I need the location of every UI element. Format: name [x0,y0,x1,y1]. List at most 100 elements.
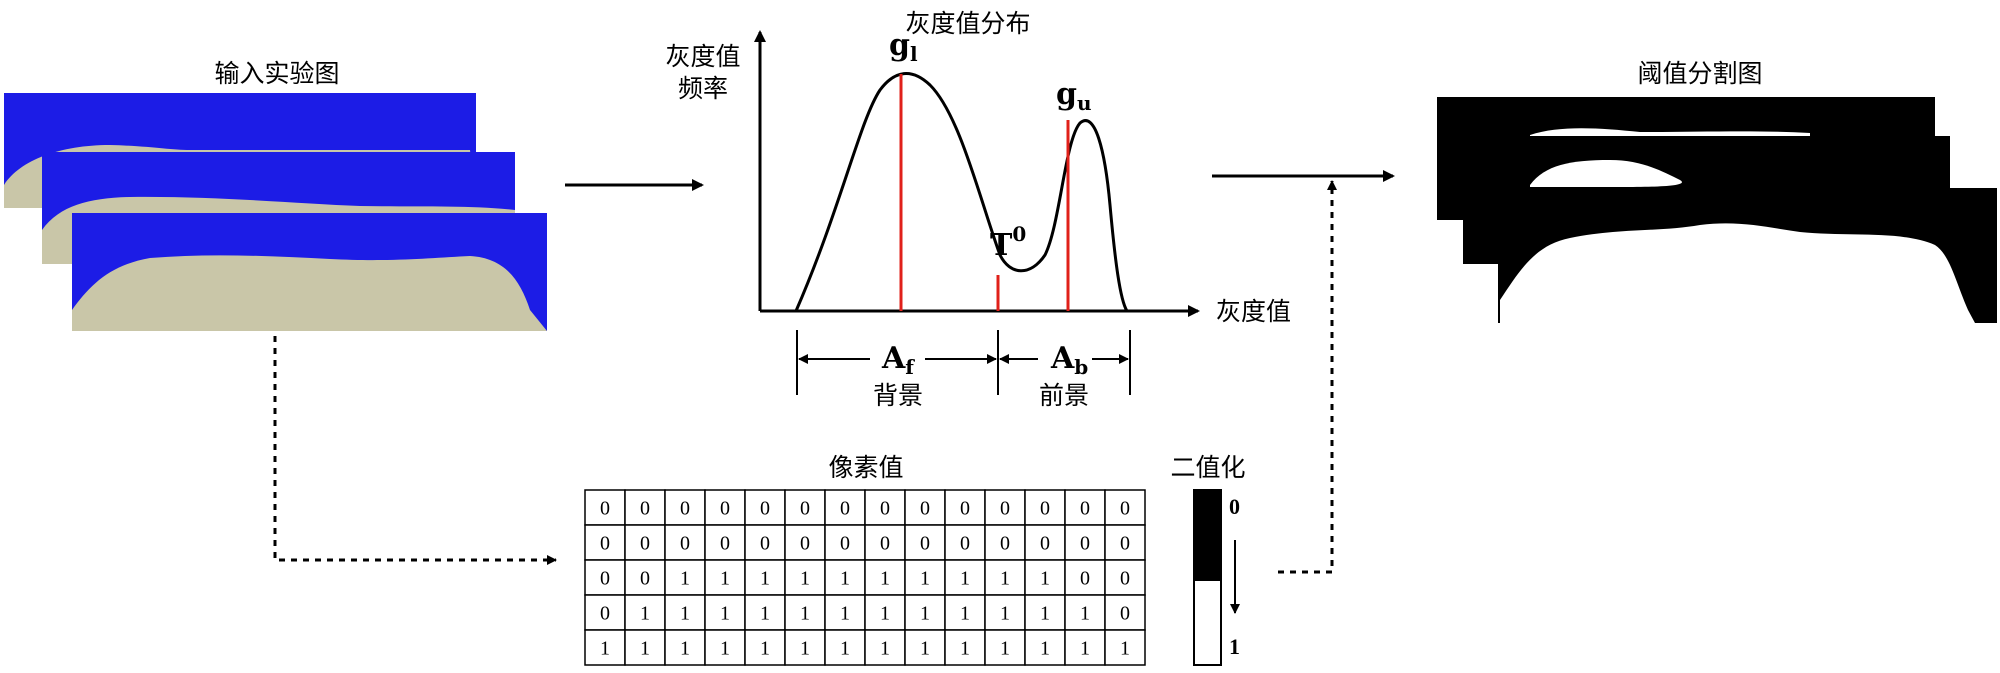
pixel-value: 1 [920,603,930,625]
pixel-value: 1 [1080,603,1090,625]
histogram-xlabel: 灰度值 [1216,297,1291,326]
pixel-value: 0 [760,533,770,555]
histogram-title: 灰度值分布 [905,9,1030,38]
binarize-bottom-value: 1 [1229,634,1240,659]
output-image-front [1498,188,1997,323]
pixels-title: 像素值 [828,453,903,482]
pixel-cell [784,594,826,631]
pixel-value: 1 [760,568,770,590]
pixel-value: 0 [1120,498,1130,520]
pixel-cell [584,489,626,526]
pixel-value: 1 [880,638,890,660]
pixel-value: 0 [880,498,890,520]
pixel-value: 1 [960,638,970,660]
histogram-ylabel-line2: 频率 [678,74,728,103]
pixel-value: 0 [800,533,810,555]
pixel-cell [744,489,786,526]
pixel-cell [864,594,906,631]
pixel-value: 0 [1120,568,1130,590]
pixel-value: 1 [880,568,890,590]
pixel-value: 0 [920,533,930,555]
pixel-cell [664,629,706,666]
pixel-value: 0 [1000,498,1010,520]
pixel-cell [904,594,946,631]
pixel-cell [704,524,746,561]
pixel-cell [1104,629,1146,666]
pixel-value: 1 [720,568,730,590]
binarize-black-block [1193,489,1222,581]
pixel-value: 0 [680,498,690,520]
pixel-value: 1 [1080,638,1090,660]
pixel-cell [624,629,666,666]
pixel-value: 1 [800,603,810,625]
pixel-cell [704,559,746,596]
pixel-cell [904,524,946,561]
pixel-value: 1 [800,638,810,660]
pixel-value: 0 [1080,533,1090,555]
output-image-stack [1437,97,1997,323]
pixel-cell [784,524,826,561]
input-title: 输入实验图 [214,59,339,88]
pixel-cell [744,594,786,631]
peak-right-label: gu [1056,77,1092,115]
binarize-title: 二值化 [1170,453,1245,482]
pixel-value: 1 [1120,638,1130,660]
pixel-value: 1 [680,603,690,625]
pixel-value: 1 [720,638,730,660]
pixel-cell [1024,594,1066,631]
pixel-cell [584,524,626,561]
pixel-value: 1 [1040,638,1050,660]
pixel-value: 1 [640,638,650,660]
pixel-value: 1 [920,568,930,590]
pixel-value: 1 [960,603,970,625]
pixel-cell [904,489,946,526]
pixel-cell [584,629,626,666]
pixel-value: 1 [840,638,850,660]
pixel-value: 1 [640,603,650,625]
pixel-cell [984,524,1026,561]
pixel-cell [1104,559,1146,596]
pixel-value: 0 [600,533,610,555]
pixel-value: 1 [960,568,970,590]
pixel-cell [1064,489,1106,526]
pixel-cell [1024,559,1066,596]
pixel-value: 0 [720,533,730,555]
pixel-value: 0 [920,498,930,520]
pixel-cell [984,629,1026,666]
pixel-value: 0 [840,498,850,520]
pixel-value: 0 [600,568,610,590]
histogram: 灰度值分布 灰度值 频率 灰度值 gl gu T0 Af Ab 背景 前景 [665,9,1291,410]
pixel-value: 0 [600,603,610,625]
pixel-value: 0 [640,533,650,555]
pixel-cell [824,629,866,666]
pixel-value: 1 [840,603,850,625]
region-right-label: Ab [1050,341,1088,379]
pixel-value: 1 [840,568,850,590]
pixel-cell [944,489,986,526]
pixel-cell [704,594,746,631]
input-image-front [72,213,547,331]
pixel-value: 0 [600,498,610,520]
pixel-value: 1 [760,638,770,660]
pixel-cell [1104,594,1146,631]
pixel-cell [744,524,786,561]
pixel-value: 1 [800,568,810,590]
pixel-value: 0 [800,498,810,520]
binarize-white-block [1193,579,1222,666]
pixel-cell [664,524,706,561]
pixel-value: 0 [1080,498,1090,520]
histogram-ylabel-line1: 灰度值 [665,42,740,71]
pixel-value: 1 [1000,568,1010,590]
pixel-value: 1 [920,638,930,660]
pixel-cell [944,559,986,596]
pixel-cell [664,489,706,526]
peak-left-label: gl [889,28,918,66]
pixel-value: 0 [640,568,650,590]
pixel-cell [664,559,706,596]
pixel-value: 1 [600,638,610,660]
pixel-value: 1 [720,603,730,625]
pixel-value: 0 [1080,568,1090,590]
pixel-cell [744,629,786,666]
